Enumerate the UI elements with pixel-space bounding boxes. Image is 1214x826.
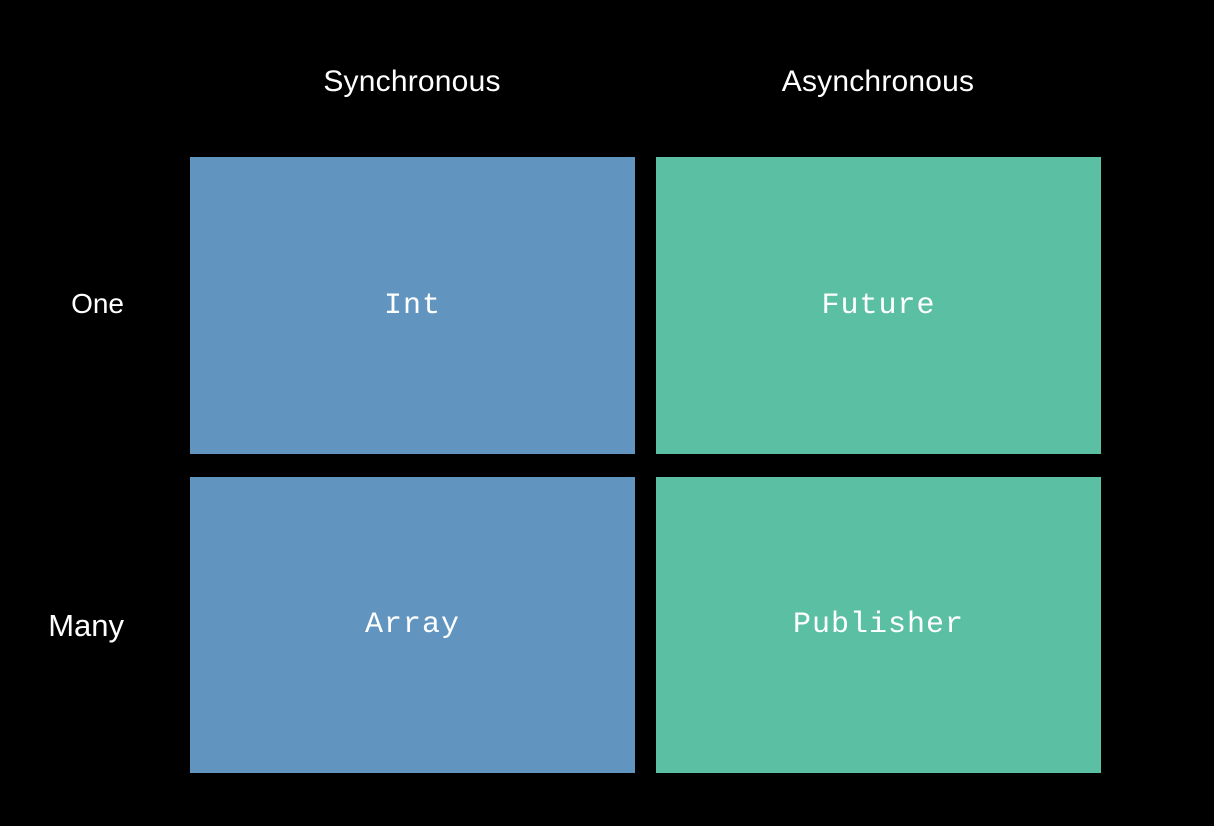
matrix-cell-label-future: Future xyxy=(821,288,936,323)
matrix-cell-label-array: Array xyxy=(364,608,460,642)
matrix-cell-future: Future xyxy=(656,157,1101,454)
row-header-one: One xyxy=(71,288,124,319)
matrix-cell-label-int: Int xyxy=(383,288,441,323)
row-header-many: Many xyxy=(48,608,124,643)
matrix-cell-label-publisher: Publisher xyxy=(792,608,965,642)
matrix-cell-publisher: Publisher xyxy=(656,477,1101,773)
matrix-cell-array: Array xyxy=(190,477,635,773)
column-header-asynchronous: Asynchronous xyxy=(781,65,975,98)
matrix-cell-int: Int xyxy=(190,157,635,454)
column-header-synchronous: Synchronous xyxy=(323,65,501,98)
